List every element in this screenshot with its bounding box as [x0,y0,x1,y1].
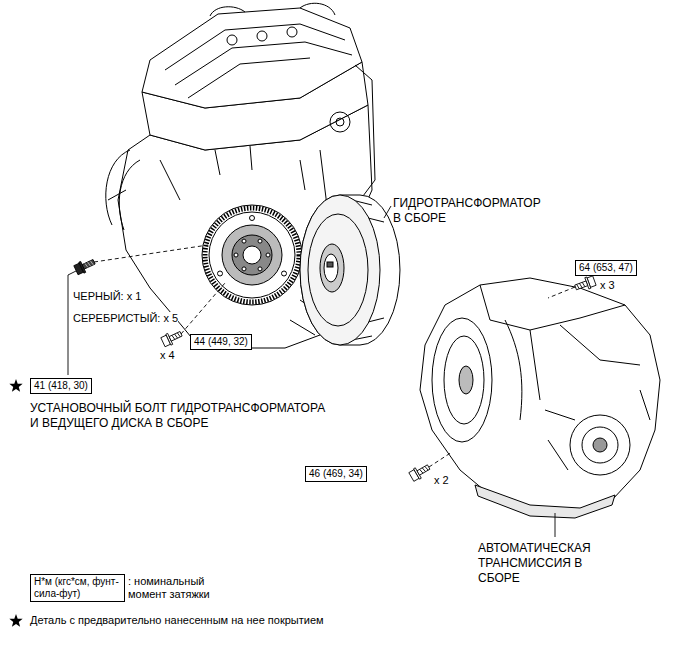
torque-value: 44 (449, 32) [194,336,248,348]
coated-part-star [9,379,22,392]
torque-value: Н*м (кгс*см, фунт- сила-фут) [34,576,121,600]
legend-text: : номинальный момент затяжки [128,575,212,601]
drive-plate-drawing [282,271,287,276]
torque-value: 64 (653, 47) [579,262,633,274]
engine-drawing [257,31,267,41]
legend-entry: : номинальный момент затяжки [128,575,212,601]
engine-drawing [142,8,362,108]
torque-box: 41 (418, 30) [30,378,92,394]
torque-value: 46 (469, 34) [309,468,363,480]
drive-plate-drawing [242,267,246,271]
leader-line [384,206,391,218]
transmission-drawing [570,415,630,475]
illustration [574,275,597,293]
legend-entry: Деталь с предварительно нанесенным на не… [30,614,324,627]
transmission-drawing [444,336,484,424]
bolt-color-count: ЧЕРНЫЙ: x 1 [73,290,141,303]
part-name: АВТОМАТИЧЕСКАЯ ТРАНСМИССИЯ В СБОРЕ [478,541,593,586]
part-name: УСТАНОВОЧНЫЙ БОЛТ ГИДРОТРАНСФОРМАТОРА И … [30,401,328,431]
transmission-drawing [582,427,618,463]
torque-converter-drawing [300,195,400,345]
drive-plate-drawing [258,239,262,243]
torque-converter-drawing [320,244,344,292]
legend-torque-box: Н*м (кгс*см, фунт- сила-фут) [30,574,125,602]
bolt-quantity: x 3 [600,279,615,292]
engine-drawing [165,24,352,98]
torque-converter-drawing [308,214,368,326]
drive-plate-drawing [250,216,255,221]
drive-plate-drawing [258,267,262,271]
transmission-drawing [432,318,492,442]
torque-converter-drawing [324,254,338,282]
part-name: ГИДРОТРАНСФОРМАТОР В СБОРЕ [393,196,543,226]
drive-plate-drawing [202,205,302,305]
transmission-drawing [593,438,607,452]
engine-drawing [330,112,350,132]
transmission-drawing [420,278,660,518]
drive-plate-drawing [209,212,295,298]
torque-box: 44 (449, 32) [190,334,252,350]
drive-plate-drawing [266,253,270,257]
torque-converter-drawing [300,195,400,345]
engine-drawing [210,3,335,16]
bolt-quantity: x 2 [434,474,449,487]
illustration [160,328,183,347]
torque-box: 64 (653, 47) [575,260,637,276]
drive-plate-drawing [202,205,302,305]
engine-drawing [355,65,375,200]
illustration [73,256,96,275]
leader-line [68,206,575,537]
legend-star [9,614,22,627]
legend-text: Деталь с предварительно нанесенным на не… [30,614,324,627]
engine-drawing [106,150,140,230]
drive-plate-drawing [234,253,238,257]
transmission-drawing [475,485,615,518]
drive-plate-drawing [218,271,223,276]
bolt-color-count: СЕРЕБРИСТЫЙ: x 5 [73,312,178,325]
engine-drawing [287,27,297,37]
leader-line [181,283,225,334]
transmission-drawing [420,278,660,515]
drive-plate-drawing [222,225,282,285]
drive-plate-drawing [232,235,272,275]
drive-plate-drawing [205,208,299,302]
torque-converter-drawing [327,262,333,267]
leader-line [555,513,556,537]
leader-line [94,245,208,262]
torque-box: 46 (469, 34) [305,466,367,482]
engine-drawing [227,35,237,45]
illustration [408,462,431,482]
leader-line [429,452,452,467]
engine-drawing [336,118,344,126]
torque-converter-drawing [300,195,380,345]
transmission-drawing [459,366,473,394]
drive-plate-drawing [243,246,261,264]
torque-value: 41 (418, 30) [34,380,88,392]
drive-plate-drawing [242,239,246,243]
leader-line [548,287,575,298]
bolt-quantity: x 4 [160,349,175,362]
